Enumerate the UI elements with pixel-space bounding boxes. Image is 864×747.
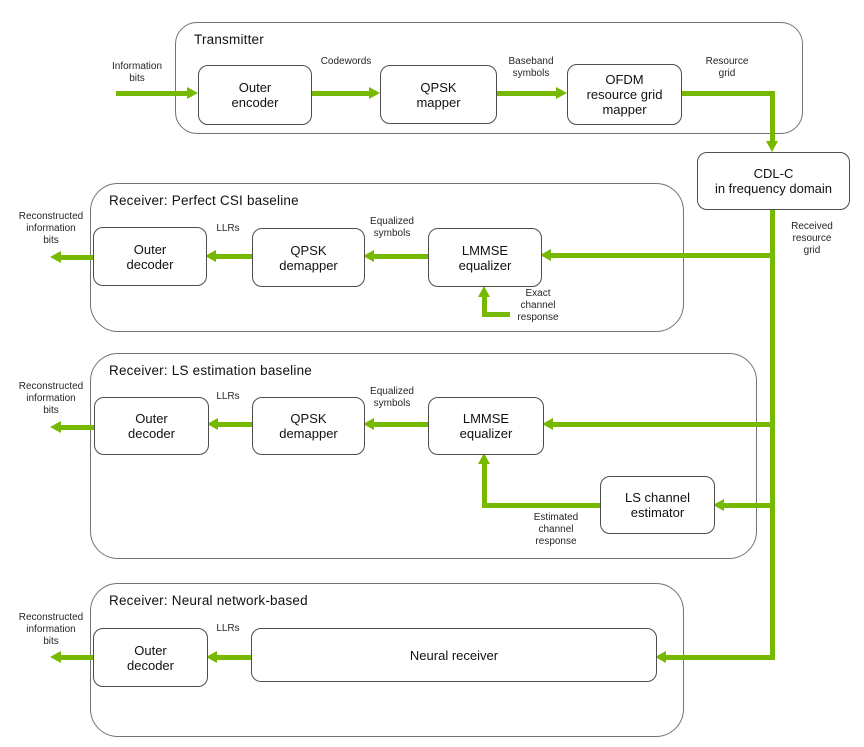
label-reconstructed-neural: Reconstructed information bits bbox=[18, 612, 84, 647]
flow-codewords-line bbox=[310, 91, 370, 96]
flow-exact-channel-vline bbox=[482, 297, 487, 317]
arrowhead-estimated-into-lmmse bbox=[478, 453, 490, 464]
block-cdl-c-channel: CDL-C in frequency domain bbox=[697, 152, 850, 210]
label-estimated-channel-response: Estimated channel response bbox=[533, 512, 579, 547]
label-llrs-neural: LLRs bbox=[216, 623, 240, 634]
flow-output-neural-line bbox=[61, 655, 93, 660]
label-reconstructed-csi: Reconstructed information bits bbox=[18, 211, 84, 246]
flow-equalized-ls-line bbox=[374, 422, 428, 427]
arrowhead-into-demapper-ls bbox=[363, 418, 374, 430]
arrowhead-output-ls bbox=[50, 421, 61, 433]
label-codewords: Codewords bbox=[320, 56, 372, 67]
flow-received-grid-trunk bbox=[770, 208, 775, 660]
receiver-neural-title: Receiver: Neural network-based bbox=[109, 593, 308, 608]
arrowhead-exact-into-lmmse bbox=[478, 286, 490, 297]
block-qpsk-mapper: QPSK mapper bbox=[380, 65, 497, 124]
block-neural-receiver: Neural receiver bbox=[251, 628, 657, 682]
block-outer-decoder-neural: Outer decoder bbox=[93, 628, 208, 687]
label-baseband-symbols: Baseband symbols bbox=[508, 56, 554, 79]
arrowhead-into-ls-estimator bbox=[713, 499, 724, 511]
flow-llrs-csi-line bbox=[216, 254, 252, 259]
flow-estimated-channel-hline bbox=[482, 503, 600, 508]
label-equalized-symbols-csi: Equalized symbols bbox=[370, 216, 414, 239]
flow-resource-grid-hline bbox=[680, 91, 775, 96]
label-equalized-symbols-ls: Equalized symbols bbox=[370, 386, 414, 409]
arrowhead-into-neural-receiver bbox=[655, 651, 666, 663]
arrowhead-into-outer-encoder bbox=[187, 87, 198, 99]
arrowhead-output-neural bbox=[50, 651, 61, 663]
block-outer-encoder: Outer encoder bbox=[198, 65, 312, 125]
arrowhead-into-decoder-neural bbox=[206, 651, 217, 663]
flow-branch-neural-line bbox=[666, 655, 775, 660]
block-ofdm-resource-grid-mapper: OFDM resource grid mapper bbox=[567, 64, 682, 125]
block-outer-decoder-csi: Outer decoder bbox=[93, 227, 207, 286]
receiver-neural-container: Receiver: Neural network-based bbox=[90, 583, 684, 737]
block-outer-decoder-ls: Outer decoder bbox=[94, 397, 209, 455]
block-lmmse-equalizer-ls: LMMSE equalizer bbox=[428, 397, 544, 455]
flow-branch-csi-line bbox=[551, 253, 775, 258]
block-qpsk-demapper-csi: QPSK demapper bbox=[252, 228, 365, 287]
label-resource-grid: Resource grid bbox=[705, 56, 749, 79]
block-ls-channel-estimator: LS channel estimator bbox=[600, 476, 715, 534]
flow-equalized-csi-line bbox=[374, 254, 428, 259]
arrowhead-output-csi bbox=[50, 251, 61, 263]
flow-estimated-channel-vline bbox=[482, 464, 487, 507]
receiver-csi-title: Receiver: Perfect CSI baseline bbox=[109, 193, 299, 208]
flow-baseband-line bbox=[495, 91, 557, 96]
block-qpsk-demapper-ls: QPSK demapper bbox=[252, 397, 365, 455]
arrowhead-into-decoder-ls bbox=[207, 418, 218, 430]
label-received-resource-grid: Received resource grid bbox=[791, 221, 833, 256]
flow-info-bits-line bbox=[116, 91, 188, 96]
flow-output-ls-line bbox=[61, 425, 94, 430]
flow-branch-estimator-line bbox=[724, 503, 775, 508]
flow-branch-ls-line bbox=[553, 422, 775, 427]
label-exact-channel-response: Exact channel response bbox=[517, 288, 559, 323]
receiver-ls-title: Receiver: LS estimation baseline bbox=[109, 363, 313, 378]
arrowhead-into-lmmse-ls bbox=[542, 418, 553, 430]
arrowhead-into-decoder-csi bbox=[205, 250, 216, 262]
block-lmmse-equalizer-csi: LMMSE equalizer bbox=[428, 228, 542, 287]
arrowhead-into-ofdm-mapper bbox=[556, 87, 567, 99]
receiver-ls-container: Receiver: LS estimation baseline bbox=[90, 353, 757, 559]
arrowhead-into-qpsk-mapper bbox=[369, 87, 380, 99]
label-reconstructed-ls: Reconstructed information bits bbox=[18, 381, 84, 416]
transmitter-container: Transmitter bbox=[175, 22, 803, 134]
flow-resource-grid-vline bbox=[770, 91, 775, 141]
flow-llrs-ls-line bbox=[218, 422, 252, 427]
arrowhead-into-demapper-csi bbox=[363, 250, 374, 262]
flow-llrs-neural-line bbox=[217, 655, 251, 660]
label-llrs-csi: LLRs bbox=[216, 223, 240, 234]
label-llrs-ls: LLRs bbox=[216, 391, 240, 402]
flow-exact-channel-hline bbox=[482, 312, 510, 317]
label-information-bits: Information bits bbox=[111, 61, 163, 84]
transmitter-title: Transmitter bbox=[194, 32, 264, 47]
flow-output-csi-line bbox=[61, 255, 93, 260]
arrowhead-into-cdl-c bbox=[766, 141, 778, 152]
arrowhead-into-lmmse-csi bbox=[540, 249, 551, 261]
